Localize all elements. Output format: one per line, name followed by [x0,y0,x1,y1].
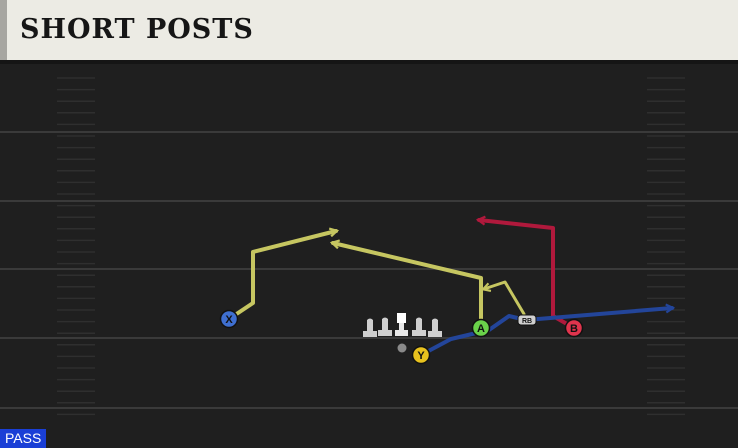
player-b[interactable]: B [564,318,584,338]
play-title: SHORT POSTS [20,14,254,45]
route-a [333,243,483,329]
player-y[interactable]: Y [411,345,431,365]
quarterback-marker [397,343,407,353]
offensive-line [363,313,442,353]
player-a[interactable]: A [471,318,491,338]
player-x[interactable]: X [219,309,239,329]
lineman-icon [428,318,442,337]
play-type-badge: PASS [0,429,47,448]
lineman-icon [378,317,392,336]
player-rb[interactable]: RB [517,314,537,326]
center-icon [395,313,408,336]
player-a-label: A [477,323,485,335]
player-b-label: B [570,323,578,335]
player-y-label: Y [417,350,425,362]
play-title-banner: SHORT POSTS [0,0,738,60]
lineman-icon [412,317,426,336]
lineman-icon [363,318,377,337]
routes [227,220,672,357]
player-x-label: X [225,314,233,326]
field-shadow [0,60,738,64]
yard-lines [0,131,738,409]
field-surface [0,60,738,448]
route-b [479,220,576,330]
route-rb [484,280,526,316]
player-rb-label: RB [522,318,532,325]
play-diagram: X Y A B RB [0,60,738,448]
route-y [419,308,672,357]
hash-marks [57,77,685,416]
route-x [227,231,336,321]
